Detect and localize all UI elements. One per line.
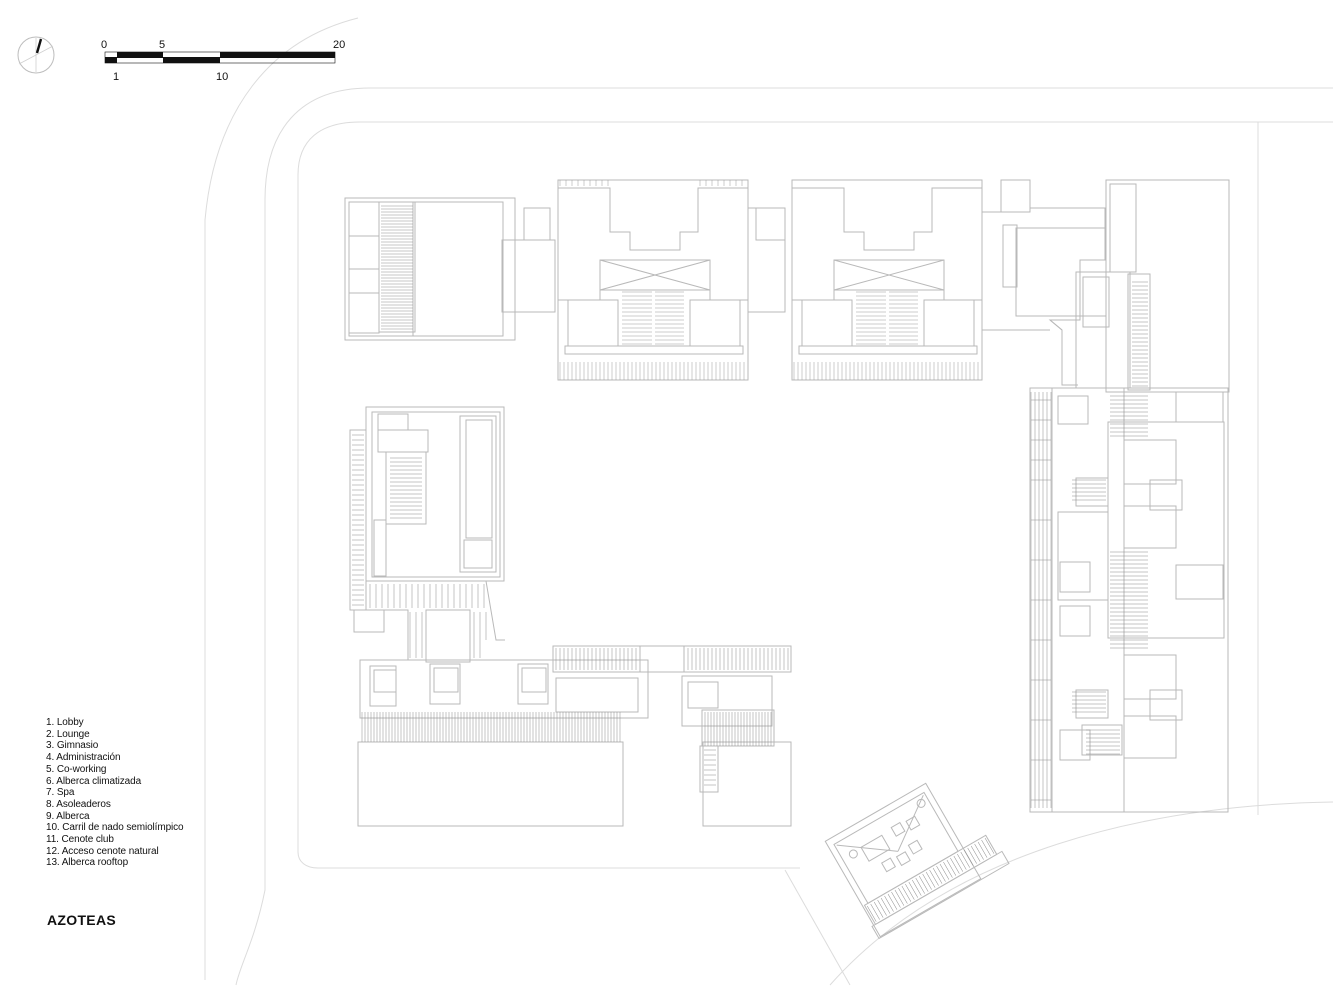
- block-f: [349, 406, 505, 663]
- block-e-stairs: [1030, 281, 1148, 808]
- block-g: [357, 645, 792, 827]
- legend-item: 9. Alberca: [46, 810, 90, 822]
- scale-tick-20: 20: [333, 39, 346, 51]
- block-d-connector: [981, 179, 1107, 386]
- block-rooftop-pool: [824, 782, 1010, 940]
- legend-item: 7. Spa: [46, 787, 75, 799]
- scale-tick-0: 0: [101, 39, 108, 51]
- legend-item: 6. Alberca climatizada: [46, 775, 142, 787]
- scale-bar: [104, 51, 336, 64]
- block-h-stairs: [704, 712, 772, 786]
- plan-title: AZOTEAS: [47, 912, 116, 928]
- legend-item: 5. Co-working: [46, 763, 107, 775]
- legend-item: 12. Acceso cenote natural: [46, 845, 159, 857]
- legend-item: 4. Administración: [46, 752, 121, 764]
- block-a-stair: [381, 205, 413, 330]
- block-c: [791, 179, 983, 381]
- legend-item: 1. Lobby: [46, 717, 84, 728]
- north-arrow-icon: [17, 36, 55, 74]
- block-c-stairs: [793, 291, 979, 380]
- scale-tick-5: 5: [159, 39, 166, 51]
- scale-tick-10: 10: [216, 71, 229, 83]
- legend-item: 8. Asoleaderos: [46, 798, 111, 810]
- block-e: [1029, 179, 1230, 813]
- legend-item: 10. Carril de nado semiolímpico: [46, 822, 184, 834]
- legend-item: 2. Lounge: [46, 728, 90, 740]
- block-h: [681, 675, 792, 827]
- block-b: [557, 179, 786, 381]
- room-legend: 1. Lobby 2. Lounge 3. Gimnasio 4. Admini…: [46, 717, 184, 869]
- legend-item: 3. Gimnasio: [46, 740, 99, 752]
- site-boundary: [204, 17, 1333, 986]
- block-g-stairs: [361, 648, 789, 742]
- block-b-stairs: [559, 180, 745, 380]
- legend-item: 11. Cenote club: [46, 834, 114, 846]
- block-f-stairs: [352, 434, 487, 658]
- legend-item: 13. Alberca rooftop: [46, 857, 129, 869]
- block-a: [344, 197, 556, 341]
- rooftop-deck: [867, 837, 995, 922]
- scale-tick-1: 1: [113, 71, 120, 83]
